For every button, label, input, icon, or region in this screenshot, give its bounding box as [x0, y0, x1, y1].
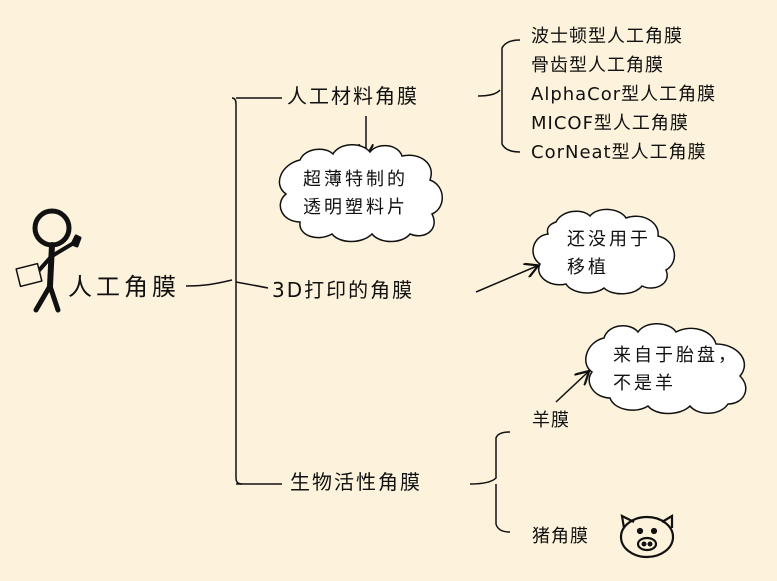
branch-3d-printed-label: 3D打印的角膜: [272, 278, 415, 302]
cloud-note-2: [532, 208, 676, 295]
type-corneat-label: CorNeat型人工角膜: [531, 142, 707, 163]
branch-artificial-material-label: 人工材料角膜: [287, 84, 419, 108]
cloud-note-3-text: 来自于胎盘， 不是羊: [613, 345, 739, 394]
pig-cornea-label: 猪角膜: [532, 526, 589, 547]
type-alphacor-label: AlphaCor型人工角膜: [531, 84, 717, 105]
root-label: 人工角膜: [68, 273, 180, 301]
cloud-note-3: [585, 323, 747, 415]
type-boston-label: 波士顿型人工角膜: [531, 26, 683, 47]
cloud-note-1-text: 超薄特制的 透明塑料片: [303, 169, 408, 218]
type-osteo-odonto-label: 骨齿型人工角膜: [531, 55, 664, 76]
branch-bioactive-label: 生物活性角膜: [290, 470, 422, 494]
stick-figure-icon: [15, 208, 82, 313]
pig-face-icon: [619, 514, 675, 559]
connector-lines: [185, 39, 588, 533]
type-micof-label: MICOF型人工角膜: [531, 113, 689, 134]
cloud-note-2-text: 还没用于 移植: [567, 229, 651, 278]
cloud-note-1: [278, 144, 443, 243]
amniotic-membrane-label: 羊膜: [532, 410, 570, 431]
